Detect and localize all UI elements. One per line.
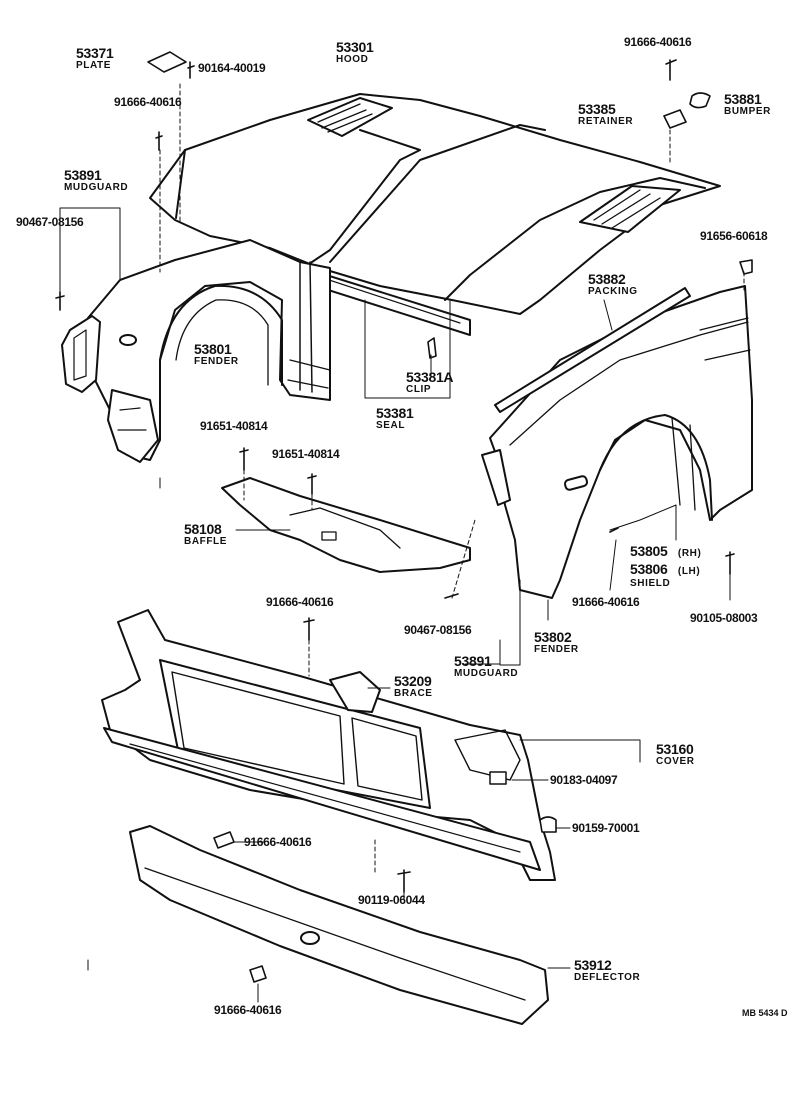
baffle-drawing — [221, 477, 471, 573]
part-number: 53801 — [194, 341, 232, 357]
part-number: 53882 — [588, 271, 626, 287]
part-number: 53802 — [534, 629, 572, 645]
callout-bolt-shield: 91666-40616 — [572, 595, 640, 609]
part-number: 91666-40616 — [244, 835, 312, 849]
part-name: BRACE — [394, 688, 433, 699]
part-name: DEFLECTOR — [574, 972, 641, 983]
radiator-support-drawing — [101, 609, 556, 881]
part-name: BUMPER — [724, 106, 771, 117]
part-number: 53209 — [394, 673, 432, 689]
part-number: 91666-40616 — [266, 595, 334, 609]
callout-bolt-baffle-1: 91651-40814 — [200, 419, 268, 433]
callout-screw-lower: 90119-06044 — [358, 894, 425, 906]
part-number: 91651-40814 — [272, 447, 340, 461]
diagram-reference: MB 5434 D — [742, 1008, 788, 1018]
part-number: 91666-40616 — [214, 1003, 282, 1017]
callout-bolt-lower: 91666-40616 — [244, 835, 312, 849]
part-name: SHIELD — [630, 578, 671, 589]
part-number: 53881 — [724, 91, 762, 107]
part-number: 53160 — [656, 741, 694, 757]
part-name: RETAINER — [578, 116, 634, 127]
left-fender-apron-drawing — [61, 239, 331, 463]
callout-bolt-top-right: 91666-40616 — [624, 35, 692, 49]
callout-screw-right: 90467-08156 — [404, 623, 472, 637]
part-number: 53301 — [336, 39, 374, 55]
part-number: 90164-40019 — [198, 61, 266, 75]
part-number: 90159-70001 — [572, 821, 640, 835]
small-parts — [55, 51, 753, 983]
callout-bolt-bottom: 91666-40616 — [214, 1003, 282, 1017]
part-number: 90119-06044 — [358, 893, 425, 907]
callout-bumper: 53881 BUMPER — [724, 92, 771, 117]
deflector-drawing — [129, 825, 549, 1025]
callout-deflector: 53912 DEFLECTOR — [574, 958, 640, 983]
part-number: 53891 — [64, 167, 102, 183]
callout-brace: 53209 BRACE — [394, 674, 433, 699]
callout-fender-right: 53802 FENDER — [534, 630, 579, 655]
callout-seal: 53381 SEAL — [376, 405, 414, 431]
part-number: 53381 — [376, 405, 414, 421]
callout-hood: 53301 HOOD — [336, 39, 374, 65]
callout-plate: 53371 PLATE — [76, 45, 114, 71]
callout-mudguard-right: 53891 MUDGUARD — [454, 654, 518, 679]
callout-nut: 90159-70001 — [572, 821, 640, 835]
part-number: 53805 — [630, 543, 668, 559]
callout-shield-lh: 53806 (LH) SHIELD — [630, 562, 700, 589]
callout-retainer: 53385 RETAINER — [578, 102, 633, 127]
callout-cover: 53160 COVER — [656, 742, 695, 767]
part-number: 91666-40616 — [114, 95, 182, 109]
callout-baffle: 58108 BAFFLE — [184, 522, 227, 547]
callout-fender-left: 53801 FENDER — [194, 342, 239, 367]
callout-clip-cover: 90183-04097 — [550, 773, 618, 787]
part-number: 90105-08003 — [690, 611, 758, 625]
part-number: 53371 — [76, 45, 114, 61]
callout-bolt-fender-right: 91656-60618 — [700, 229, 768, 243]
hood-drawing — [149, 93, 721, 336]
part-name: HOOD — [336, 54, 369, 65]
right-fender-drawing — [481, 285, 753, 599]
callout-screw-shield: 90105-08003 — [690, 611, 758, 625]
callout-shield-rh: 53805 (RH) — [630, 544, 701, 560]
part-name: PACKING — [588, 286, 638, 297]
part-number: 53891 — [454, 653, 492, 669]
part-number: 58108 — [184, 521, 222, 537]
callout-bolt-center: 91666-40616 — [266, 595, 334, 609]
callout-screw-left: 90467-08156 — [16, 215, 84, 229]
part-number: 91666-40616 — [572, 595, 640, 609]
callout-packing: 53882 PACKING — [588, 272, 638, 297]
part-name: SEAL — [376, 420, 406, 431]
part-number: 53806 — [630, 561, 668, 577]
callout-bolt-plate: 90164-40019 — [198, 61, 266, 75]
part-number: 90467-08156 — [404, 623, 472, 637]
part-name: COVER — [656, 756, 695, 767]
part-number: 90467-08156 — [16, 215, 84, 229]
part-name: MUDGUARD — [64, 182, 129, 193]
part-name: BAFFLE — [184, 536, 228, 547]
part-number: 91666-40616 — [624, 35, 692, 49]
callout-mudguard-left: 53891 MUDGUARD — [64, 168, 128, 193]
part-number: 91656-60618 — [700, 229, 768, 243]
part-number: 53912 — [574, 957, 612, 973]
part-number: 53381A — [406, 369, 454, 385]
callout-bolt-baffle-2: 91651-40814 — [272, 447, 340, 461]
leader-lines — [59, 83, 745, 1003]
part-name: CLIP — [406, 384, 432, 395]
part-name: MUDGUARD — [454, 668, 519, 679]
part-name: FENDER — [194, 356, 239, 367]
callout-clip: 53381A CLIP — [406, 369, 454, 395]
part-number: 90183-04097 — [550, 773, 618, 787]
part-number: 91651-40814 — [200, 419, 268, 433]
part-name: FENDER — [534, 644, 579, 655]
side-label: (LH) — [677, 566, 701, 577]
callout-bolt-top-left: 91666-40616 — [114, 95, 182, 109]
part-number: 53385 — [578, 101, 616, 117]
side-label: (RH) — [677, 548, 702, 559]
part-name: PLATE — [76, 60, 112, 71]
